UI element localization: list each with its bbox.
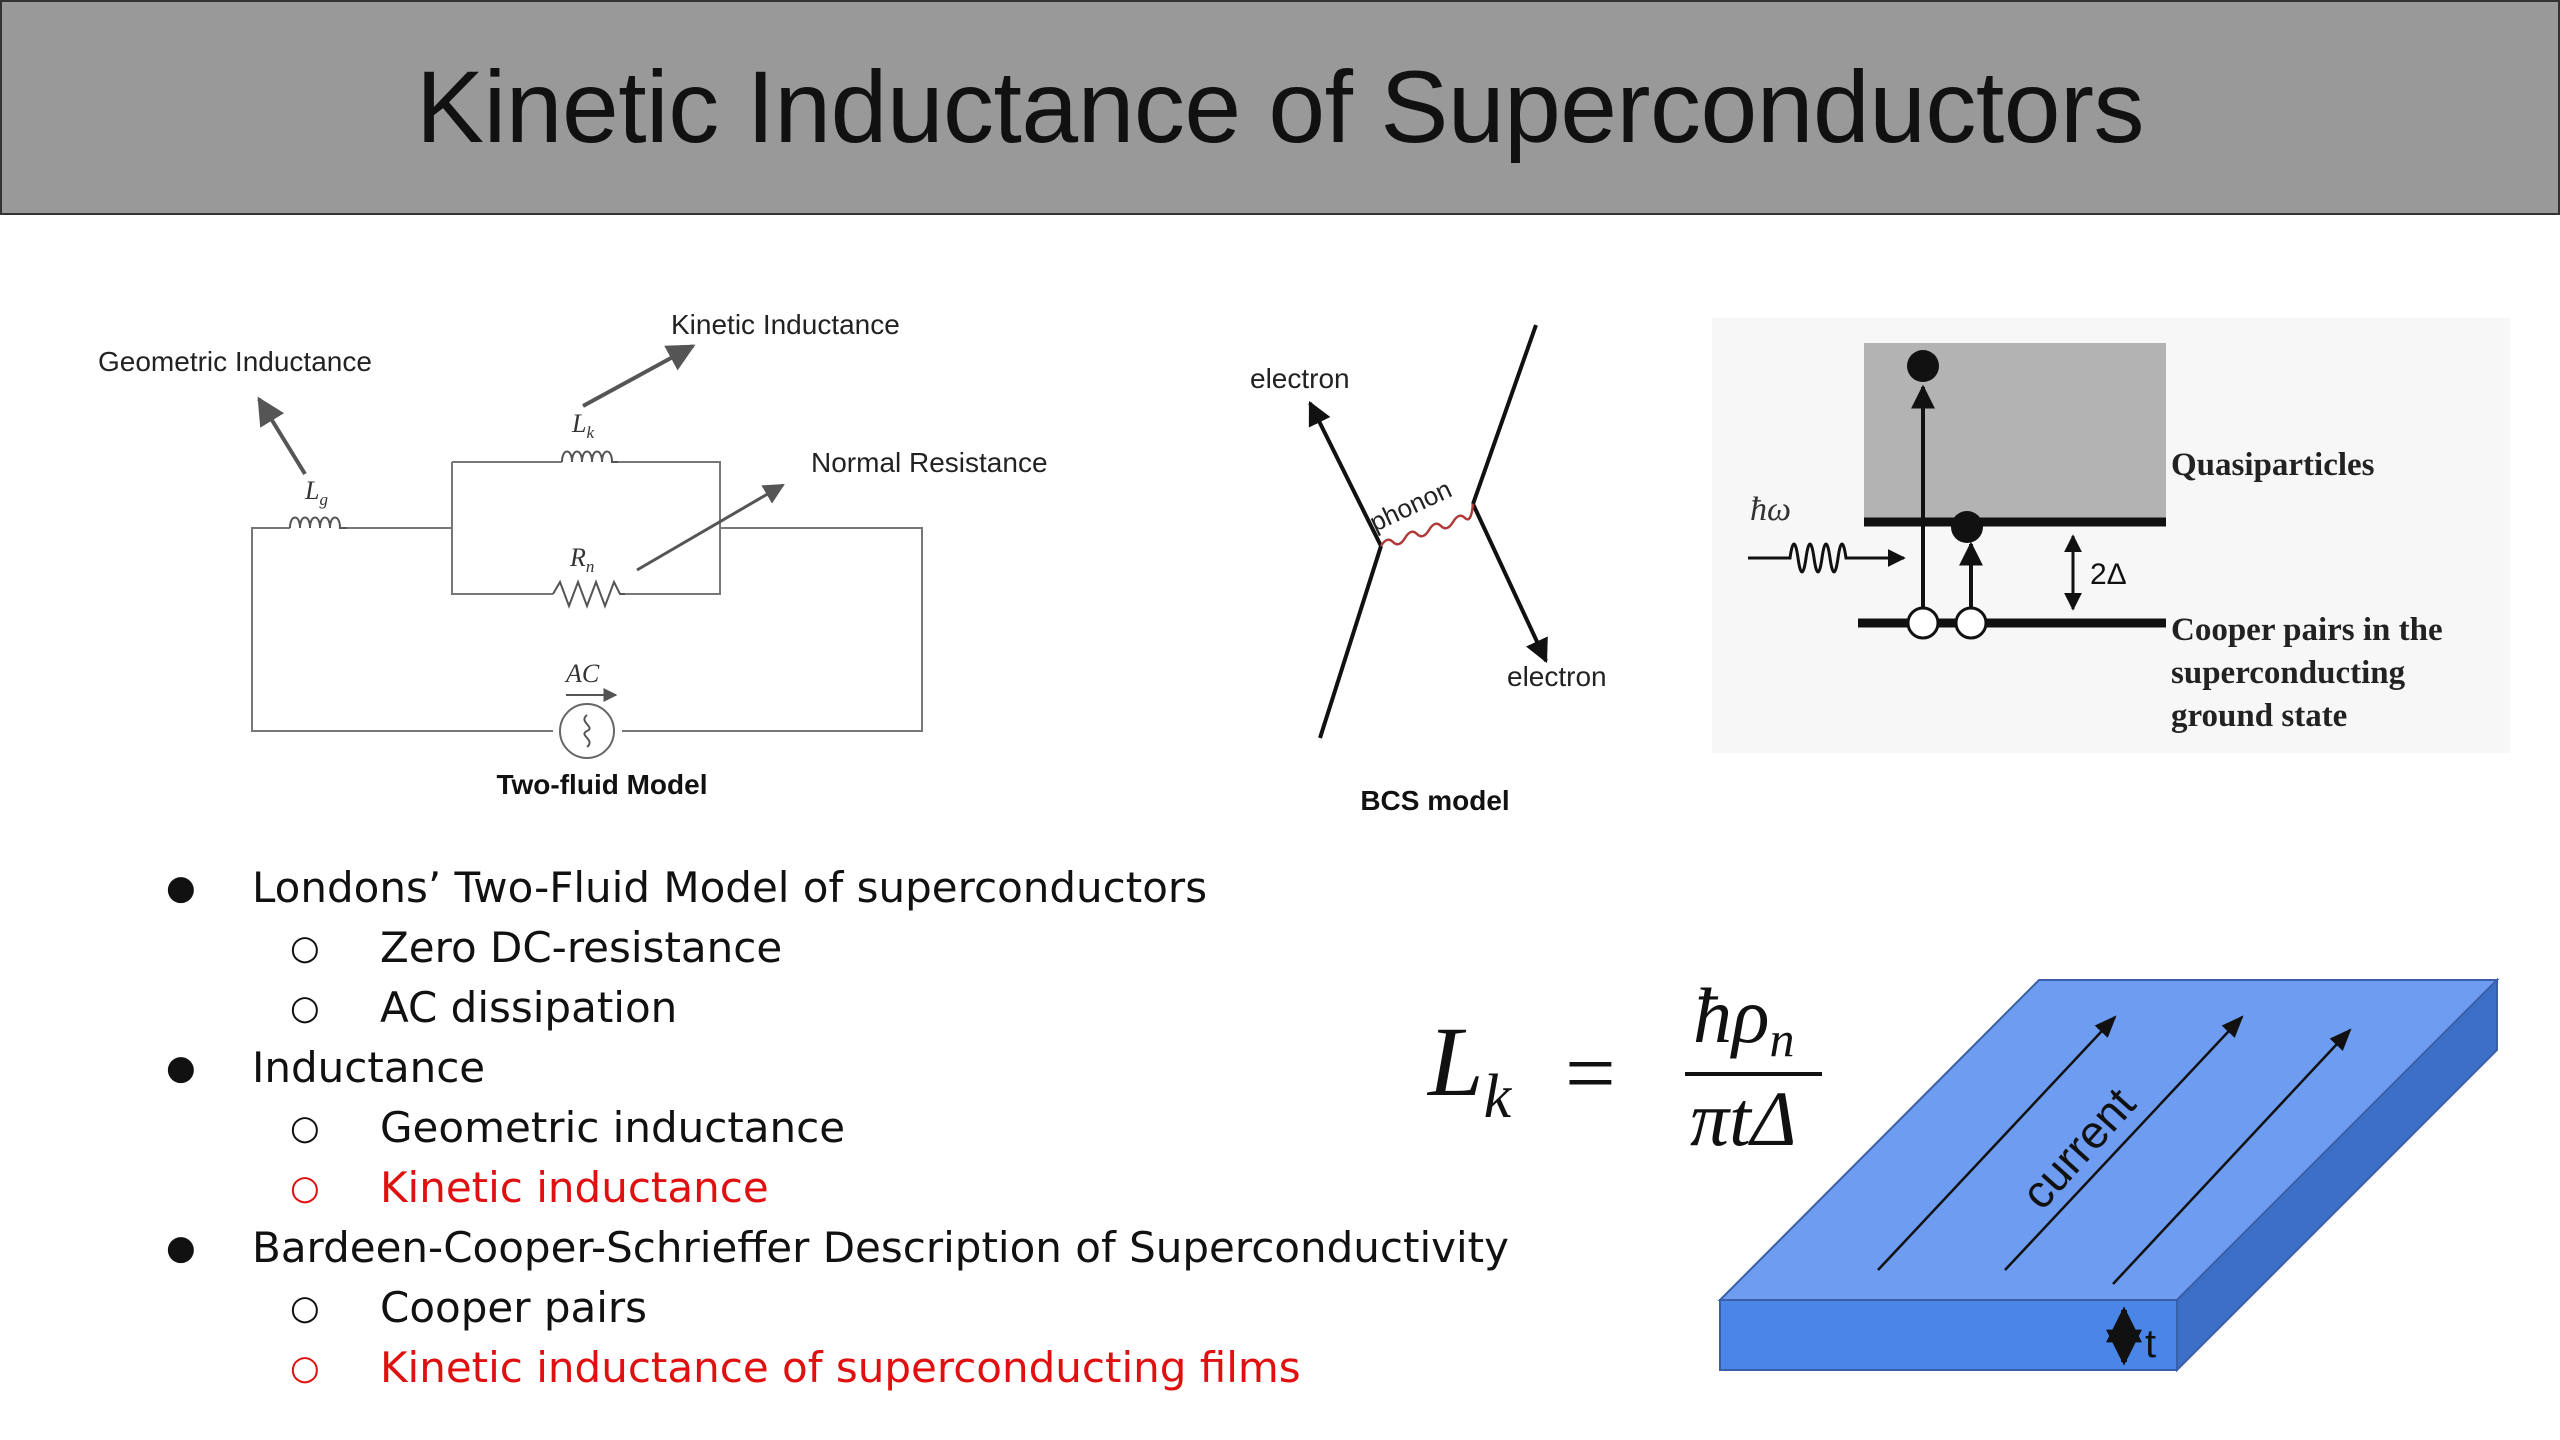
ac-label: AC xyxy=(564,659,600,688)
sub-bullet-text: Geometric inductance xyxy=(380,1103,846,1152)
bcs-diagram: phonon electron electron BCS model xyxy=(1250,324,1607,816)
bullet-dot: ● xyxy=(166,868,196,908)
kinetic-inductance-label: Kinetic Inductance xyxy=(671,309,900,340)
electron-line-in xyxy=(1318,545,1383,739)
quasiparticles-label: Quasiparticles xyxy=(2171,447,2375,483)
thickness-label: t xyxy=(2145,1322,2156,1366)
kinetic-inductance-formula: Lk = ħρn πtΔ xyxy=(1426,972,1822,1162)
circuit-wire xyxy=(251,527,553,732)
electron-out-label: electron xyxy=(1507,661,1607,692)
formula-denominator: πtΔ xyxy=(1690,1075,1797,1162)
formula-numerator: ħρn xyxy=(1693,972,1794,1067)
sub-bullet-circle: ○ xyxy=(290,1108,320,1148)
inductor-lg-coil xyxy=(289,516,347,529)
sub-bullet-circle: ○ xyxy=(290,1348,320,1388)
current-arrow xyxy=(1877,1015,2117,1271)
quasiparticle-dot xyxy=(1907,350,1939,382)
cooper-pair-electron xyxy=(1906,606,1940,640)
bullet-text: Bardeen-Cooper-Schrieffer Description of… xyxy=(252,1223,1509,1272)
two-fluid-circuit xyxy=(251,461,923,732)
geometric-pointer-arrow xyxy=(257,396,307,476)
parallel-branch xyxy=(618,461,721,595)
bullet-text: Inductance xyxy=(252,1043,486,1092)
geometric-inductance-label: Geometric Inductance xyxy=(98,346,372,377)
parallel-branch xyxy=(451,462,553,595)
resistor-rn xyxy=(552,579,625,609)
electron-line-out xyxy=(1471,324,1538,505)
sub-bullet-text: Kinetic inductance of superconducting fi… xyxy=(380,1343,1301,1392)
circuit-wire xyxy=(622,527,923,732)
bcs-caption: BCS model xyxy=(1360,785,1509,816)
lk-symbol: Lk xyxy=(571,409,594,442)
phonon-wavy-line xyxy=(1379,503,1475,547)
rn-symbol: Rn xyxy=(569,543,594,576)
normal-resistance-label: Normal Resistance xyxy=(811,447,1048,478)
inductor-lk-coil xyxy=(561,450,618,463)
current-arrow xyxy=(2112,1028,2352,1285)
sub-bullet-text: Zero DC-resistance xyxy=(380,923,783,972)
formula-equals: = xyxy=(1565,1024,1616,1123)
sub-bullet-text: AC dissipation xyxy=(380,983,678,1032)
electron-line-out-arrow xyxy=(1471,503,1548,664)
sub-bullet-circle: ○ xyxy=(290,1288,320,1328)
kinetic-pointer-arrow xyxy=(582,344,696,408)
cooper-pair-electron xyxy=(1954,606,1988,640)
sub-bullet-text: Cooper pairs xyxy=(380,1283,648,1332)
cooper-line-3: ground state xyxy=(2171,698,2347,734)
sub-bullet-circle: ○ xyxy=(290,988,320,1028)
photon-wave-icon xyxy=(1748,542,1886,574)
energy-gap-diagram: 2Δ ħω Quasiparticles Cooper pairs in the… xyxy=(1712,318,2510,753)
cooper-line-2: superconducting xyxy=(2171,655,2406,691)
electron-in-label: electron xyxy=(1250,363,1350,394)
electron-line-in-arrow xyxy=(1308,400,1383,547)
slide-title: Kinetic Inductance of Superconductors xyxy=(416,50,2144,164)
film-side-face xyxy=(2176,977,2498,1373)
bullet-text: Londons’ Two-Fluid Model of superconduct… xyxy=(252,863,1208,912)
cooper-line-1: Cooper pairs in the xyxy=(2171,612,2443,648)
ac-wave-icon xyxy=(583,714,591,748)
sub-bullet-circle: ○ xyxy=(290,1168,320,1208)
lg-symbol: Lg xyxy=(304,476,328,509)
superconducting-film: current t xyxy=(1717,977,2500,1373)
photon-label: ħω xyxy=(1750,491,1791,528)
title-bar: Kinetic Inductance of Superconductors xyxy=(0,0,2560,215)
two-fluid-caption: Two-fluid Model xyxy=(497,769,708,800)
diagram-area: Geometric Inductance Kinetic Inductance … xyxy=(98,309,2510,1373)
quasiparticle-dot xyxy=(1951,511,1983,543)
normal-pointer-arrow xyxy=(636,483,785,572)
formula-lhs: Lk xyxy=(1426,1006,1513,1131)
film-front-face xyxy=(1719,1299,2178,1371)
sub-bullet-text: Kinetic inductance xyxy=(380,1163,769,1212)
sub-bullet-circle: ○ xyxy=(290,928,320,968)
bullet-dot: ● xyxy=(166,1048,196,1088)
bullet-dot: ● xyxy=(166,1228,196,1268)
gap-label: 2Δ xyxy=(2090,558,2127,591)
current-arrow xyxy=(2004,1015,2244,1271)
